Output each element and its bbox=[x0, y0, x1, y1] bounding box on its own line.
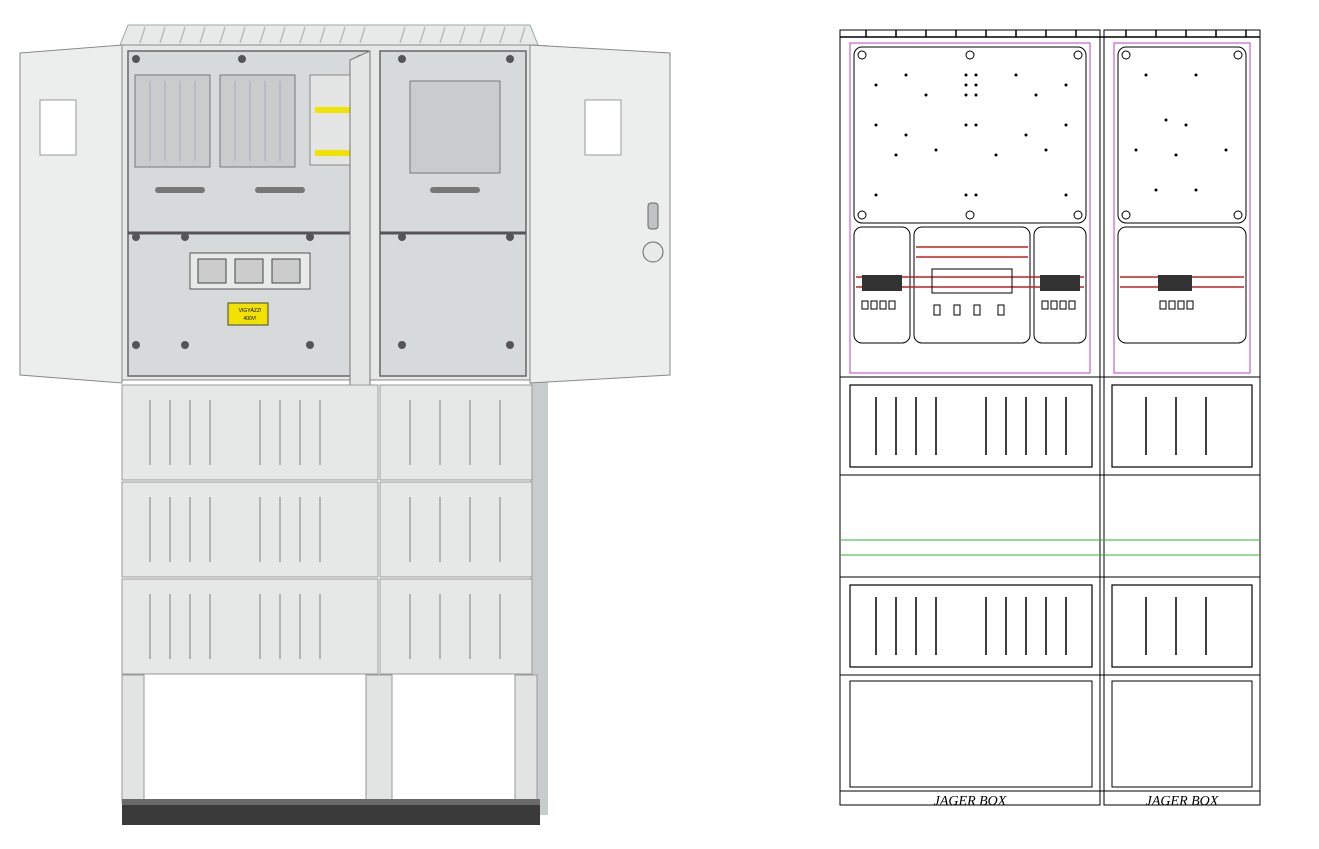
technical-drawing: JAGER BOX JAGER BOX bbox=[839, 29, 1261, 809]
yellow-strip-1 bbox=[315, 107, 355, 113]
roof-ribs bbox=[139, 26, 526, 44]
left-upper-plate bbox=[853, 46, 1087, 224]
horizontal-slot-3 bbox=[430, 187, 480, 193]
lower-panels bbox=[121, 384, 533, 675]
left-lower-plate-c bbox=[1033, 226, 1087, 344]
warning-label-line2: 400V! bbox=[243, 316, 256, 322]
cabinet-3d-render: VIGYÁZZ! 400V! bbox=[19, 24, 671, 825]
right-door-open bbox=[529, 44, 671, 384]
meter-window-1 bbox=[134, 74, 211, 168]
left-lower-plate-b bbox=[913, 226, 1031, 344]
green-guide-lines bbox=[840, 539, 1260, 556]
warning-label bbox=[227, 302, 269, 326]
drawing-right-frame bbox=[1103, 29, 1261, 806]
warning-label-line1: VIGYÁZZ! bbox=[239, 307, 262, 314]
horizontal-slot-1 bbox=[155, 187, 205, 193]
meter-window-3 bbox=[409, 80, 501, 174]
right-lower-plate bbox=[1117, 226, 1247, 344]
meter-window-ribs bbox=[149, 81, 281, 161]
left-door-window bbox=[39, 99, 77, 156]
mounting-holes bbox=[874, 73, 1228, 197]
door-handle bbox=[647, 202, 659, 230]
drawing-vent-panels bbox=[849, 384, 1253, 668]
drawing-left-frame bbox=[839, 29, 1101, 806]
right-magenta-outline bbox=[1113, 42, 1251, 374]
terminal-blocks bbox=[862, 268, 1192, 294]
section-lines bbox=[840, 376, 1260, 792]
fuse-2 bbox=[234, 258, 264, 284]
left-lower-plate-a bbox=[853, 226, 911, 344]
bolts-right bbox=[398, 55, 514, 349]
door-lock bbox=[642, 241, 664, 263]
terminal-small-boxes bbox=[861, 300, 1194, 316]
middle-door-open bbox=[349, 50, 371, 408]
base-plinth-top bbox=[122, 799, 540, 805]
right-brand-label: JAGER BOX bbox=[1146, 794, 1219, 809]
left-brand-label: JAGER BOX bbox=[934, 794, 1007, 809]
fuse-3 bbox=[271, 258, 301, 284]
drawing-base-compartments bbox=[849, 680, 1253, 788]
cabinet-legs bbox=[121, 674, 538, 804]
drawing-vent-slots bbox=[875, 397, 1207, 655]
fuse-1 bbox=[197, 258, 227, 284]
left-magenta-outline bbox=[849, 42, 1091, 374]
base-plinth bbox=[122, 803, 540, 825]
right-upper-plate bbox=[1117, 46, 1247, 224]
corner-bolts bbox=[857, 50, 1243, 220]
panel-vent-slots bbox=[149, 400, 501, 659]
left-door-open bbox=[19, 44, 123, 384]
horizontal-slot-2 bbox=[255, 187, 305, 193]
right-door-window bbox=[584, 99, 622, 156]
yellow-strip-2 bbox=[315, 150, 355, 156]
top-rail-ticks bbox=[840, 30, 1260, 38]
meter-window-2 bbox=[219, 74, 296, 168]
